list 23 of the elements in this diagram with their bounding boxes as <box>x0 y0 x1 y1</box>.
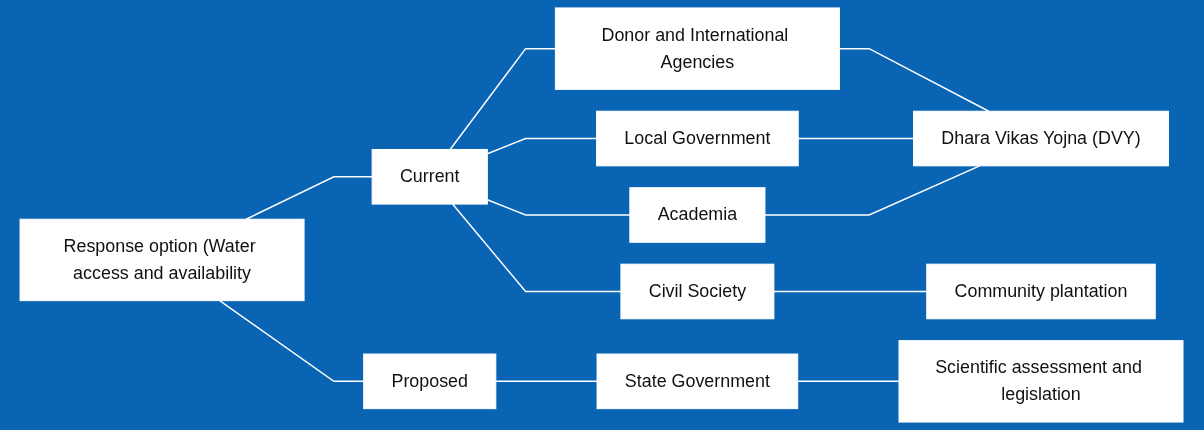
node-box: Civil Society <box>620 263 775 320</box>
connector <box>452 203 623 293</box>
connector <box>495 380 599 383</box>
connector <box>797 137 915 140</box>
node-box: State Government <box>597 353 799 410</box>
node-box: Local Government <box>596 110 800 167</box>
connector <box>245 176 374 220</box>
connector <box>797 380 901 383</box>
node-box: Scientific assessment and legislation <box>898 340 1184 423</box>
node-box: Donor and International Agencies <box>555 7 841 90</box>
connector <box>219 299 365 383</box>
node-box: Dhara Vikas Yojna (DVY) <box>913 110 1170 167</box>
connector <box>773 290 928 293</box>
connector <box>487 199 632 216</box>
connector <box>449 47 557 151</box>
connector <box>764 165 981 216</box>
node-box: Community plantation <box>926 263 1157 320</box>
node-box: Proposed <box>363 353 497 410</box>
node-box: Academia <box>629 187 766 243</box>
node-box: Current <box>372 148 489 205</box>
node-box: Response option (Water access and availability <box>20 218 306 302</box>
connector <box>839 47 990 112</box>
connector <box>487 137 598 155</box>
